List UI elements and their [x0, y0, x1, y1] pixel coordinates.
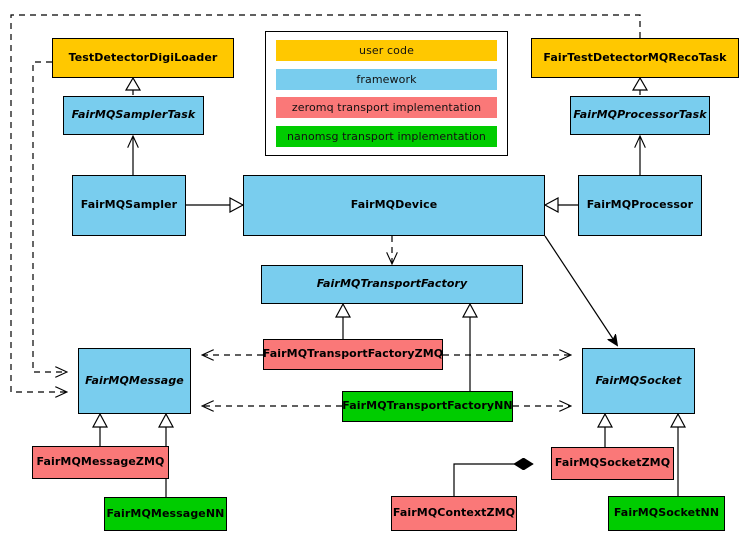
legend-item-user-code: user code — [276, 40, 497, 61]
class-node-fairmqsocketzmq[interactable]: FairMQSocketZMQ — [551, 447, 674, 480]
class-node-fairmqsocketnn[interactable]: FairMQSocketNN — [608, 496, 725, 531]
edge-processortask-to-recotask — [631, 76, 649, 95]
edge-tfzmq-to-transportfactory — [334, 302, 352, 339]
edge-socketzmq-to-socket — [596, 412, 614, 447]
legend-panel: user code framework zeromq transport imple… — [265, 31, 508, 156]
class-node-fairmqprocessor[interactable]: FairMQProcessor — [578, 175, 702, 236]
class-node-testdetectordigiloader[interactable]: TestDetectorDigiLoader — [52, 38, 234, 78]
edge-samplertask-to-digiloader — [124, 76, 142, 95]
class-node-fairmqsampler[interactable]: FairMQSampler — [72, 175, 186, 236]
class-node-fairmqmessagenn[interactable]: FairMQMessageNN — [104, 497, 227, 531]
class-node-fairmqtransportfactoryzmq[interactable]: FairMQTransportFactoryZMQ — [263, 339, 443, 370]
legend-item-framework: framework — [276, 68, 497, 90]
class-node-fairmqdevice[interactable]: FairMQDevice — [243, 175, 545, 236]
class-node-fairmqmessagezmq[interactable]: FairMQMessageZMQ — [32, 446, 169, 479]
legend-item-nanomsg: nanomsg transport implementation — [276, 125, 497, 147]
class-node-fairmqmessage[interactable]: FairMQMessage — [78, 348, 191, 414]
edge-tfnn-to-transportfactory — [461, 302, 479, 391]
class-node-fairmqprocessortask[interactable]: FairMQProcessorTask — [570, 96, 710, 135]
edge-processor-to-device — [543, 196, 578, 214]
class-node-fairmqtransportfactorynn[interactable]: FairMQTransportFactoryNN — [342, 391, 513, 422]
class-node-fairmqsamplertask[interactable]: FairMQSamplerTask — [63, 96, 204, 135]
edge-device-to-socket — [544, 235, 617, 345]
class-node-fairmqsocket[interactable]: FairMQSocket — [582, 348, 695, 414]
class-node-fairmqcontextzmq[interactable]: FairMQContextZMQ — [391, 496, 517, 531]
edge-messagezmq-to-message — [91, 412, 109, 446]
edge-sampler-to-device — [186, 196, 245, 214]
edge-digiloader-to-message — [32, 61, 66, 372]
edge-socketzmq-contextzmq-composition — [453, 464, 533, 496]
legend-item-zeromq: zeromq transport implementation — [276, 97, 497, 119]
class-node-fairtestdetectormqrecotask[interactable]: FairTestDetectorMQRecoTask — [531, 38, 739, 78]
class-node-fairmqtransportfactory[interactable]: FairMQTransportFactory — [261, 265, 523, 304]
